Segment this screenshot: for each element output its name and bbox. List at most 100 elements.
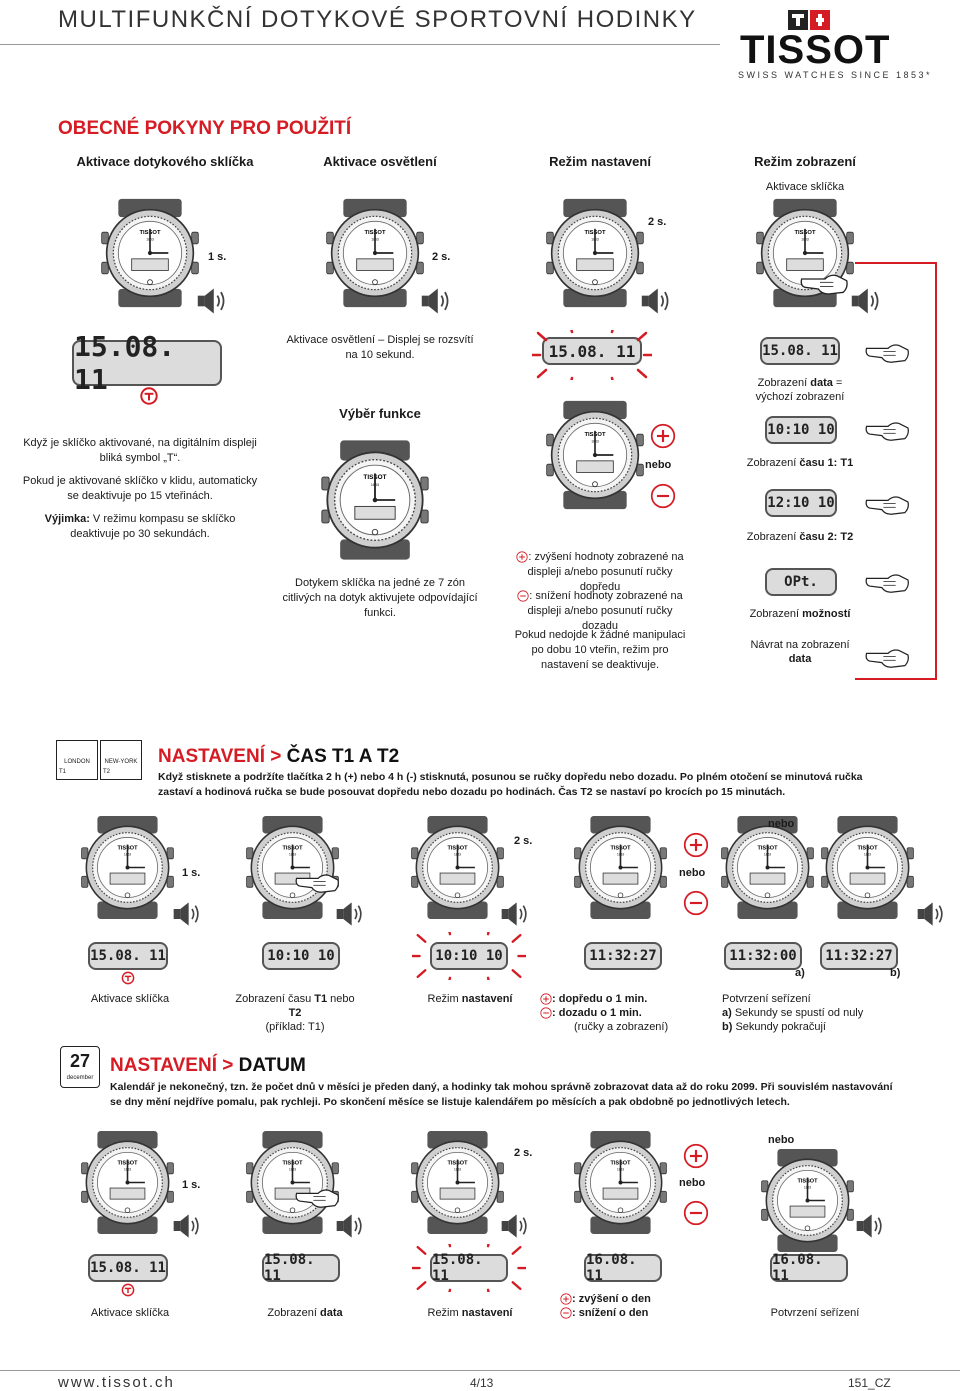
caption: Zobrazení data [267,1307,343,1319]
sound-icon [335,902,365,926]
watch-icon [545,400,645,510]
hand-icon [295,1185,341,1211]
sound-icon [172,1214,202,1238]
lcd-display: 10:10 10 [262,942,340,970]
london-icon: LONDON T1 [56,740,98,780]
footer-code: 151_CZ [848,1376,891,1390]
logo-wordmark: TISSOT [740,28,891,72]
plus-button-icon[interactable] [683,832,709,858]
logo-tagline: SWISS WATCHES SINCE 1853* [738,70,933,80]
plus-button-icon[interactable] [650,423,676,449]
t-symbol-icon [138,385,160,407]
lcd-display: 16.08. 11 [770,1252,848,1284]
caption: Aktivace sklíčka [90,993,170,1005]
duration-label: 2 s. [514,1147,533,1159]
function-text: Dotykem sklíčka na jedné ze 7 zón citliv… [282,577,478,619]
hand-icon [800,270,850,298]
watch-icon [410,1130,505,1235]
watch-icon [573,815,668,920]
lcd-display: 11:32:00 [724,942,802,970]
lcd-display: 15.08. 11 [760,337,840,365]
watch-icon [80,1130,175,1235]
caption-options: Zobrazení možností [749,608,851,620]
sound-icon [855,1214,885,1238]
label-b: b) [890,967,901,979]
caption-t1: Zobrazení času 1: T1 [746,457,854,469]
footer-divider [0,1370,960,1371]
lcd-display: 10:10 10 [765,416,837,444]
duration-label: 1 s. [182,1179,201,1191]
sound-icon [640,288,672,314]
plus-icon [516,551,528,563]
lcd-display: 10:10 10 [430,942,508,970]
lcd-display: 15.08. 11 [430,1252,508,1284]
duration-label: 2 s. [514,835,533,847]
plus-icon [540,993,552,1005]
minus-text: : snížení hodnoty zobrazené na displeji … [510,589,690,634]
sound-icon [420,288,452,314]
sound-icon [500,902,530,926]
new-york-icon: NEW-YORK T2 [100,740,142,780]
watch-icon [245,815,340,920]
caption: Aktivace sklíčka [90,1307,170,1319]
plus-button-icon[interactable] [683,1143,709,1169]
timeout-text: Pokud nedojde k žádné manipulaci po dobu… [514,629,686,671]
or-label: nebo [768,818,795,830]
section-title-date: NASTAVENÍ > DATUM [110,1055,306,1076]
or-label: nebo [768,1134,795,1146]
tissot-logo: TISSOT SWISS WATCHES SINCE 1853* [730,4,960,84]
plus-text: : zvýšení hodnoty zobrazené na displeji … [510,550,690,595]
minus-button-icon[interactable] [683,890,709,916]
blink-rays-icon [532,330,652,380]
function-title: Výběr funkce [339,406,421,421]
duration-label: 1 s. [182,867,201,879]
t-symbol-icon [120,970,136,986]
watch-icon [573,1130,668,1235]
lcd-display: 11:32:27 [584,942,662,970]
duration-label: 1 s. [208,251,227,263]
col-header-setting: Režim nastavení [549,154,651,169]
watch-icon [320,440,430,560]
page-title: MULTIFUNKČNÍ DOTYKOVÉ SPORTOVNÍ HODINKY [58,6,697,33]
col-header-display: Režim zobrazení [754,154,856,169]
info-text: Pokud je aktivované sklíčko v klidu, aut… [22,475,258,502]
footer-page: 4/13 [470,1376,494,1390]
plus-icon [560,1293,572,1305]
caption: : zvýšení o den : snížení o den [560,1292,690,1320]
lcd-display: OPt. [765,568,837,596]
duration-label: 2 s. [648,216,667,228]
minus-icon [540,1007,552,1019]
sound-icon [172,902,202,926]
or-label: nebo [645,459,672,471]
minus-button-icon[interactable] [683,1200,709,1226]
time-description: Když stisknete a podržíte tlačítka 2 h (… [158,771,863,798]
lcd-display: 16.08. 11 [584,1252,662,1284]
watch-icon [545,198,645,308]
lcd-display: 15.08. 11 [542,337,642,365]
or-label: nebo [679,1177,706,1189]
minus-icon [560,1307,572,1319]
caption-t2: Zobrazení času 2: T2 [746,531,854,543]
lcd-display: 15.08. 11 [88,1254,168,1282]
caption: Potvrzení seřízení [770,1307,860,1319]
watch-icon [80,815,175,920]
info-text: Výjimka: V režimu kompasu se sklíčko dea… [44,513,236,540]
sound-icon [500,1214,530,1238]
t-symbol-icon [120,1282,136,1298]
caption: Režim nastavení [427,1307,513,1319]
lcd-display: 15.08. 11 [262,1252,340,1284]
watch-icon [760,1148,855,1253]
sound-icon [196,288,228,314]
label-a: a) [795,967,805,979]
minus-button-icon[interactable] [650,483,676,509]
blink-rays-icon [412,932,526,980]
minus-icon [517,590,529,602]
calendar-icon: 27 december [60,1046,100,1088]
caption-date: Zobrazení data = výchozí zobrazení [755,377,845,403]
return-arrow [855,262,937,680]
col-header-touch: Aktivace dotykového sklíčka [76,154,254,169]
section-title-general: OBECNÉ POKYNY PRO POUŽITÍ [58,118,352,139]
caption: Potvrzení seřízení a) Sekundy se spustí … [722,993,864,1033]
footer-url[interactable]: www.tissot.ch [58,1374,175,1391]
lcd-display: 15.08. 11 [72,330,222,396]
